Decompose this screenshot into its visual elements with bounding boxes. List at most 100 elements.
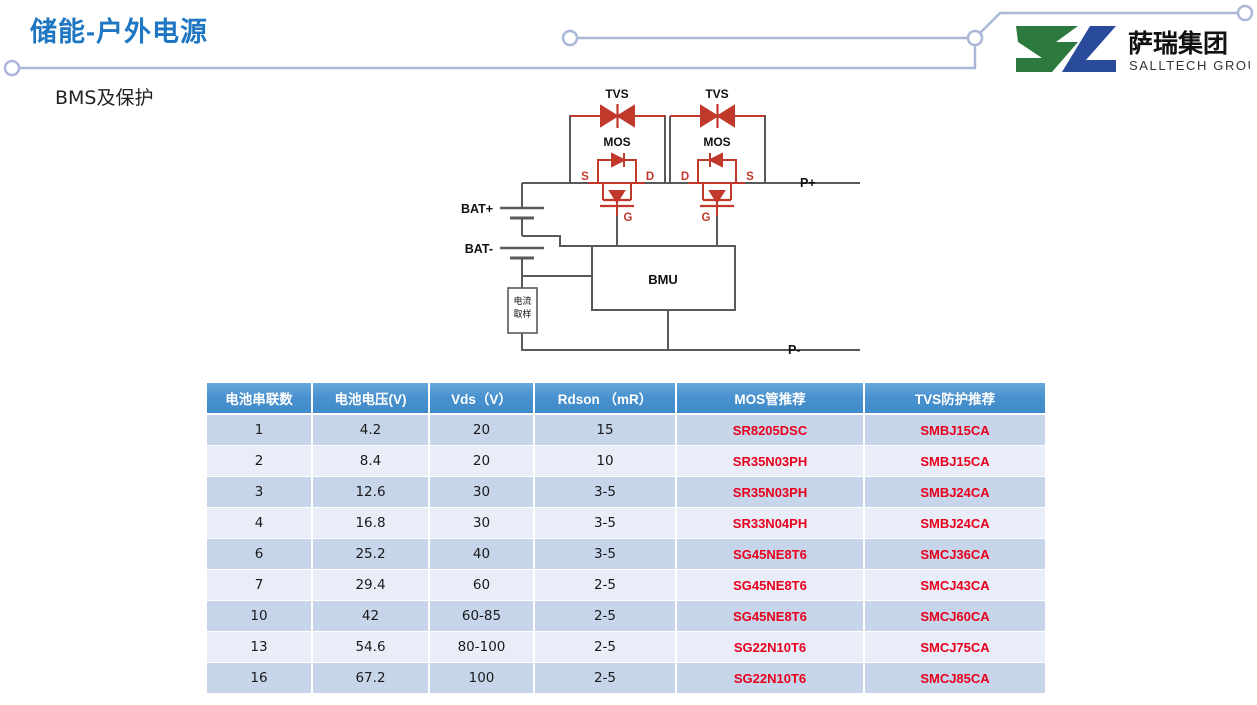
tvs-right-label: TVS	[705, 88, 728, 101]
brand-logo: 萨瑞集团 SALLTECH GROUP	[1016, 26, 1250, 73]
table-cell: SMCJ60CA	[864, 600, 1045, 632]
current-shunt-block	[507, 287, 538, 334]
bms-circuit-diagram: BMU 电流 取样 TVS TVS S D G MOS	[461, 88, 860, 357]
mosfet-left-source-label: S	[581, 171, 589, 183]
mosfet-right-source-label: S	[746, 171, 754, 183]
table-cell: 29.4	[312, 569, 430, 601]
tvs-right-symbol	[670, 104, 765, 128]
table-cell: 3-5	[534, 476, 677, 508]
column-header-tvs-recommendation: TVS防护推荐	[864, 383, 1045, 415]
bat-minus-label: BAT-	[465, 242, 493, 256]
logo-name-en: SALLTECH GROUP	[1129, 58, 1250, 73]
table-cell: 3-5	[534, 538, 677, 570]
table-cell: 2-5	[534, 600, 677, 632]
table-cell: 40	[429, 538, 535, 570]
table-cell: 25.2	[312, 538, 430, 570]
bmu-block	[591, 245, 736, 311]
table-cell: 12.6	[312, 476, 430, 508]
table-cell: 54.6	[312, 631, 430, 663]
logo-name-cn: 萨瑞集团	[1128, 29, 1228, 58]
table-cell: SR33N04PH	[676, 507, 865, 539]
table-cell: SMCJ85CA	[864, 662, 1045, 694]
mosfet-left-drain-label: D	[646, 171, 654, 183]
table-cell: 15	[534, 414, 677, 446]
column-header-cells-in-series: 电池串联数	[207, 383, 313, 415]
column-header-battery-voltage: 电池电压(V)	[312, 383, 430, 415]
table-cell: SMBJ15CA	[864, 414, 1045, 446]
table-cell: 80-100	[429, 631, 535, 663]
table-cell: SMCJ36CA	[864, 538, 1045, 570]
table-cell: 10	[534, 445, 677, 477]
section-subtitle: BMS及保护	[55, 87, 154, 109]
mosfet-right-drain-label: D	[681, 171, 689, 183]
table-cell: 2-5	[534, 569, 677, 601]
table-cell: SMBJ15CA	[864, 445, 1045, 477]
table-cell: 16.8	[312, 507, 430, 539]
table-cell: SMCJ43CA	[864, 569, 1045, 601]
shunt-label-line1: 电流	[513, 295, 531, 307]
mosfet-right-gate-label: G	[702, 212, 711, 224]
table-cell: SMBJ24CA	[864, 476, 1045, 508]
table-cell: 30	[429, 507, 535, 539]
header-decoration-trace	[3, 4, 1254, 77]
table-cell: 67.2	[312, 662, 430, 694]
mos-left-label: MOS	[603, 135, 630, 149]
table-cell: SR35N03PH	[676, 445, 865, 477]
table-cell: 3	[207, 476, 313, 508]
table-cell: SG45NE8T6	[676, 569, 865, 601]
table-cell: 60	[429, 569, 535, 601]
column-header-vds: Vds（V）	[429, 383, 535, 415]
p-plus-label: P+	[800, 176, 816, 190]
table-cell: SG22N10T6	[676, 662, 865, 694]
table-cell: 13	[207, 631, 313, 663]
table-cell: SR35N03PH	[676, 476, 865, 508]
table-header-row: 电池串联数 电池电压(V) Vds（V） Rdson （mR） MOS管推荐 T…	[207, 383, 1045, 415]
table-cell: SMBJ24CA	[864, 507, 1045, 539]
circuit-wires	[500, 115, 860, 351]
mos-right-label: MOS	[703, 135, 730, 149]
mos-tvs-selection-table: 电池串联数 电池电压(V) Vds（V） Rdson （mR） MOS管推荐 T…	[207, 383, 1045, 694]
tvs-left-symbol	[570, 104, 665, 128]
mosfet-left-symbol	[588, 152, 645, 216]
column-header-mos-recommendation: MOS管推荐	[676, 383, 865, 415]
table-cell: SR8205DSC	[676, 414, 865, 446]
table-cell: SG22N10T6	[676, 631, 865, 663]
table-cell: 2	[207, 445, 313, 477]
table-cell: SG45NE8T6	[676, 600, 865, 632]
table-cell: 7	[207, 569, 313, 601]
table-cell: 16	[207, 662, 313, 694]
mosfet-left-gate-label: G	[624, 212, 633, 224]
table-cell: 100	[429, 662, 535, 694]
table-cell: 30	[429, 476, 535, 508]
table-cell: 1	[207, 414, 313, 446]
table-cell: 20	[429, 414, 535, 446]
bat-plus-label: BAT+	[461, 202, 493, 216]
table-cell: 10	[207, 600, 313, 632]
table-cell: 4	[207, 507, 313, 539]
bmu-label: BMU	[648, 272, 678, 287]
table-cell: 20	[429, 445, 535, 477]
mosfet-right-symbol	[688, 152, 745, 216]
shunt-label-line2: 取样	[513, 308, 531, 320]
tvs-left-label: TVS	[605, 88, 628, 101]
table-cell: 42	[312, 600, 430, 632]
table-cell: 8.4	[312, 445, 430, 477]
table-cell: 60-85	[429, 600, 535, 632]
table-cell: 6	[207, 538, 313, 570]
column-header-rdson: Rdson （mR）	[534, 383, 677, 415]
logo-mark-blue	[1062, 26, 1116, 72]
table-cell: SMCJ75CA	[864, 631, 1045, 663]
logo-mark-green	[1016, 26, 1078, 72]
p-minus-label: P-	[788, 343, 801, 357]
table-cell: SG45NE8T6	[676, 538, 865, 570]
table-cell: 2-5	[534, 662, 677, 694]
